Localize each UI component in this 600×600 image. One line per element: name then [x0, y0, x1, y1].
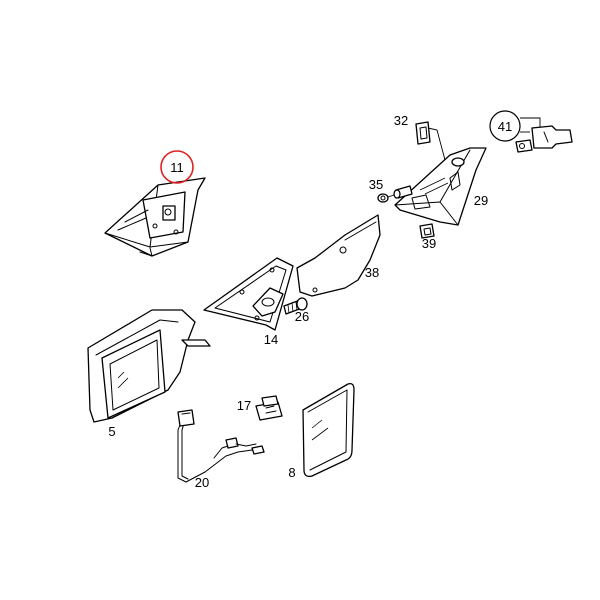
callout-11-ring	[160, 150, 194, 184]
label-14: 14	[264, 332, 278, 347]
part-14-mounting-plate[interactable]: 14	[203, 257, 294, 347]
label-38: 38	[365, 265, 379, 280]
label-29: 29	[474, 193, 488, 208]
part-20-wiring-harness[interactable]: 20	[177, 409, 265, 490]
label-35: 35	[369, 177, 383, 192]
part-32-clip[interactable]: 32	[394, 113, 446, 161]
label-26: 26	[295, 309, 309, 324]
label-17: 17	[237, 398, 251, 413]
part-39-clip[interactable]: 39	[419, 223, 436, 251]
label-39: 39	[422, 236, 436, 251]
label-11: 11	[170, 160, 184, 175]
part-29-mirror-base[interactable]: 29	[394, 147, 488, 226]
label-20: 20	[195, 475, 209, 490]
label-5: 5	[108, 424, 115, 439]
label-41: 41	[498, 119, 512, 134]
part-26-screw[interactable]: 26	[283, 297, 309, 324]
part-5-mirror-housing[interactable]: 5	[87, 309, 211, 439]
callout-11[interactable]: 11	[160, 150, 194, 184]
part-8-mirror-glass[interactable]: 8	[288, 382, 355, 480]
part-38-gasket[interactable]: 38	[296, 214, 381, 297]
part-35-pin[interactable]: 35	[369, 177, 413, 203]
part-11-mirror-cover[interactable]	[104, 177, 206, 257]
part-41-clamp[interactable]: 41	[489, 110, 573, 153]
label-8: 8	[288, 465, 295, 480]
part-17-connector[interactable]: 17	[237, 395, 283, 421]
label-32: 32	[394, 113, 408, 128]
